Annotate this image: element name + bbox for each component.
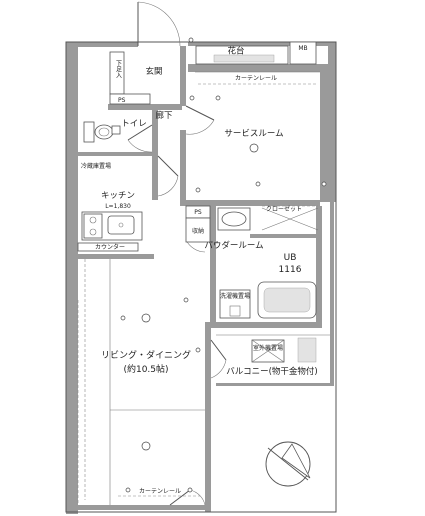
outdoor-unit-label: 室外機置場 [253,344,283,352]
north-arrow-icon [265,441,311,487]
curtain-rail-label: カーテンレール [235,75,277,82]
kitchen-door[interactable] [157,155,179,197]
mb-label: MB [298,45,307,52]
entrance-label: 玄関 [145,66,162,77]
dining-light-icon [141,441,151,451]
ub-label: UB [284,253,297,263]
toilet-fixture [83,121,114,143]
service-room-label: サービスルーム [224,129,283,139]
washbasin [217,207,251,231]
closet-label: クローゼット [266,205,302,213]
outlets [120,37,327,493]
balcony-door[interactable] [210,339,227,379]
flower-stand-label: 花台 [227,46,244,57]
ub-size-label: 1116 [279,265,302,275]
cooktop [83,213,103,239]
curtain-rail-bottom-label: カーテンレール [139,488,181,495]
service-room-door[interactable] [185,105,215,135]
washer-label: 洗濯機置場 [220,292,250,300]
shoebox-label: 下足入 [115,60,122,78]
corridor-label: 廊下 [155,110,173,121]
balcony-label: バルコニー(物干金物付) [226,366,317,377]
storage-label: 収納 [192,227,204,235]
kitchen-sink [107,215,135,235]
toilet-label: トイレ [121,119,147,129]
ps-top-label: PS [118,97,126,104]
outlines [65,41,337,513]
walls [66,42,336,514]
fridge-label: 冷蔵庫置場 [81,162,111,170]
living-size-label: (約10.5帖) [123,363,168,375]
toilet-door[interactable] [127,124,153,153]
entrance-door[interactable] [137,1,181,47]
bathtub [257,281,317,319]
counter-label: カウンター [95,243,125,251]
meter-box [289,41,317,65]
living-dining-label: リビング・ダイニング [101,349,191,361]
kitchen-label: キッチン [101,191,135,201]
living-light-icon [141,313,151,323]
powder-room-label: パウダールーム [204,240,263,251]
kitchen-size-label: L=1,830 [105,203,131,210]
ps-mid-label: PS [194,209,202,216]
ceiling-light-icon [249,143,259,153]
washer-space [219,289,251,319]
